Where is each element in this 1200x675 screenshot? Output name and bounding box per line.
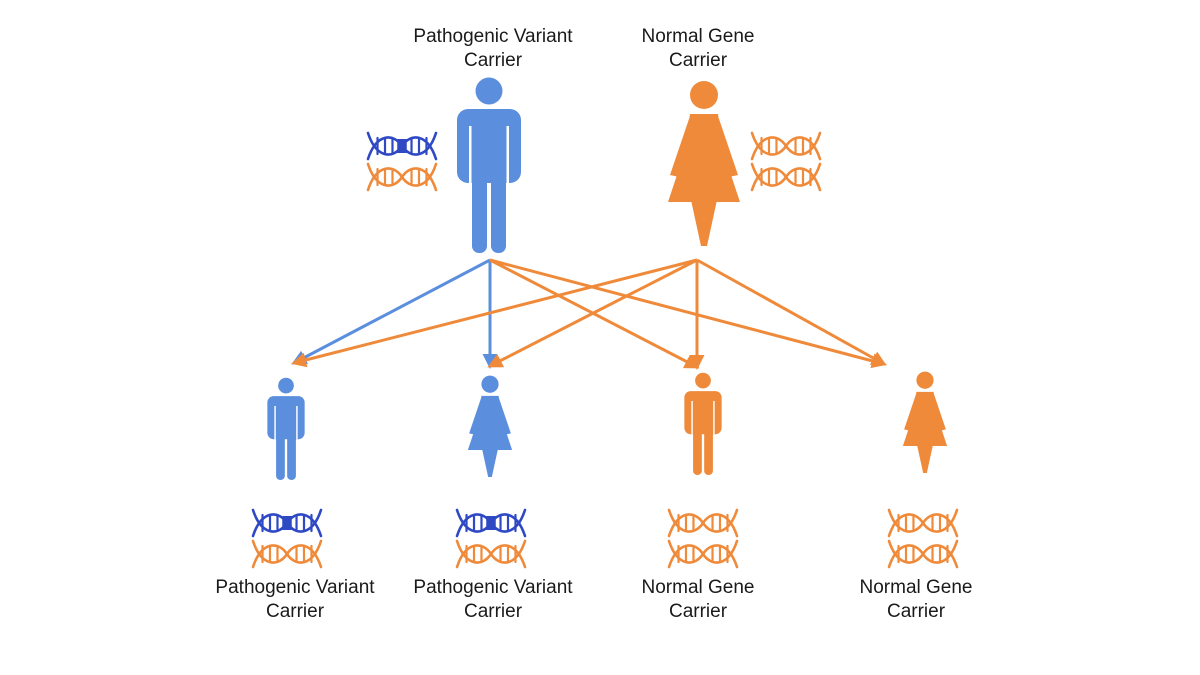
arrow-father-to-child-1 [291,258,491,365]
child-3-dna-normal-icon [667,508,739,538]
child-2-label: Pathogenic Variant Carrier [373,576,613,624]
child-3-label-line1: Normal Gene [641,577,755,598]
child-2-female-figure-icon [467,375,513,477]
arrow-mother-to-child-1 [291,258,698,368]
child-4-dna-normal-icon [887,539,959,569]
child-1-dna-normal-icon [251,539,323,569]
father-label: Pathogenic Variant Carrier [373,25,613,73]
child-3-label: Normal Gene Carrier [578,576,818,624]
father-male-figure-icon [457,77,521,253]
child-3-male-figure-icon [684,372,722,475]
child-4-label-line1: Normal Gene [859,577,973,598]
mother-female-figure-icon [668,81,740,246]
child-1-label: Pathogenic Variant Carrier [175,576,415,624]
child-3-label-line2: Carrier [668,601,728,622]
child-1-label-line1: Pathogenic Variant [215,577,375,598]
child-4-label-line2: Carrier [886,601,946,622]
child-4-female-figure-icon [902,371,948,473]
child-1-male-figure-icon [267,377,305,480]
child-2-dna-normal-icon [455,539,527,569]
mother-label: Normal Gene Carrier [578,25,818,73]
mother-label-line2: Carrier [668,50,728,71]
child-2-label-line2: Carrier [463,601,523,622]
father-label-line2: Carrier [463,50,523,71]
arrow-mother-to-child-4 [696,258,887,366]
mother-label-line1: Normal Gene [641,26,755,47]
father-label-line1: Pathogenic Variant [413,26,573,47]
child-1-label-line2: Carrier [265,601,325,622]
father-dna-variant-icon [366,131,438,161]
arrow-mother-to-child-2 [487,258,698,368]
father-dna-normal-icon [366,162,438,192]
mother-dna-normal-icon [750,162,822,192]
child-1-dna-variant-icon [251,508,323,538]
child-4-dna-normal-icon [887,508,959,538]
child-2-label-line1: Pathogenic Variant [413,577,573,598]
mother-dna-normal-icon [750,131,822,161]
child-2-dna-variant-icon [455,508,527,538]
arrow-father-to-child-4 [489,258,887,369]
child-4-label: Normal Gene Carrier [796,576,1036,624]
child-3-dna-normal-icon [667,539,739,569]
